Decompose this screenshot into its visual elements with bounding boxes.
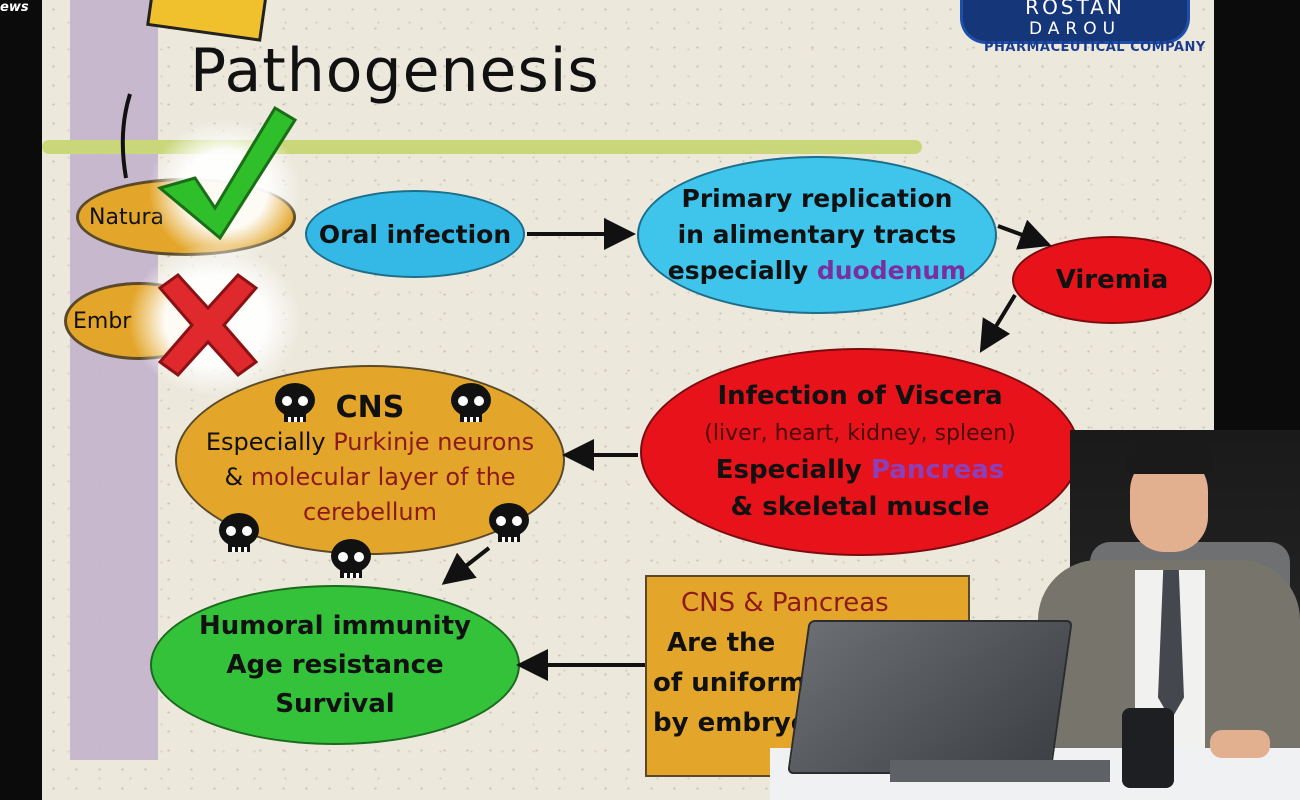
arrow-icon [979,293,1017,353]
oral-infection-label: Oral infection [318,219,512,249]
presenter-video [770,430,1300,800]
primary-replication-node: Primary replication in alimentary tracts… [637,156,997,314]
viscera-especially-line: Especially Pancreas [716,452,1005,489]
cns-line-1-b: Purkinje neurons [333,428,535,456]
logo-line2: DAROU [1028,19,1122,39]
primary-highlight: duodenum [816,256,967,285]
laptop-base [890,760,1110,782]
note-line-2: of uniform [653,668,807,698]
primary-line-1: Primary replication [681,184,953,213]
slide-title: Pathogenesis [190,36,600,106]
laptop [787,620,1073,774]
cross-icon [157,272,259,378]
note-line-1: Are the [667,628,776,658]
logo-line1: ROSTAN [1025,0,1125,19]
primary-line-2: in alimentary tracts [677,220,957,249]
viremia-label: Viremia [1055,265,1169,295]
company-logo: ROSTAN DAROU [960,0,1190,44]
skull-icon [331,539,371,578]
presenter-hair [1126,432,1214,474]
cns-title: CNS [335,390,405,425]
embryo-label: Embr [73,308,132,334]
immunity-line-1: Humoral immunity [199,610,471,641]
viscera-highlight: Pancreas [870,455,1005,485]
primary-line-3: especially duodenum [668,253,966,289]
note-line-3: by embryo- [653,708,820,738]
viscera-node: Infection of Viscera (liver, heart, kidn… [640,348,1080,556]
presenter-hand [1210,730,1270,758]
left-bar-curve [120,93,132,179]
cns-line-1: Especially Purkinje neurons [206,425,534,460]
cns-line-2: & molecular layer of the [224,460,515,495]
viscera-last: & skeletal muscle [730,492,990,522]
immunity-line-3: Survival [275,688,395,719]
presenter-tie [1158,570,1184,720]
arrow-icon [997,219,1052,250]
arrow-icon [441,546,491,585]
logo-company-name: PHARMACEUTICAL COMPANY [984,40,1206,55]
immunity-line-2: Age resistance [226,649,444,680]
skull-icon [489,503,529,542]
viscera-especially: Especially [715,455,862,485]
note-title: CNS & Pancreas [681,588,889,618]
oral-infection-node: Oral infection [305,190,525,278]
check-icon [156,105,298,241]
primary-line-3-text: especially [667,256,809,285]
cns-line-1-a: Especially [205,428,326,456]
viscera-organs: (liver, heart, kidney, spleen) [704,421,1016,446]
viremia-node: Viremia [1012,236,1212,324]
skull-icon [219,513,259,552]
cns-line-3: cerebellum [303,498,437,526]
viscera-title: Infection of Viscera [717,381,1003,411]
immunity-node: Humoral immunity Age resistance Survival [150,585,520,745]
desk-phone [1122,708,1174,788]
skull-icon [275,383,315,422]
skull-icon [451,383,491,422]
cns-line-2-b: molecular layer of the [250,463,516,491]
corner-overlay-text: ews [0,0,29,15]
cns-line-2-a: & [224,463,244,491]
